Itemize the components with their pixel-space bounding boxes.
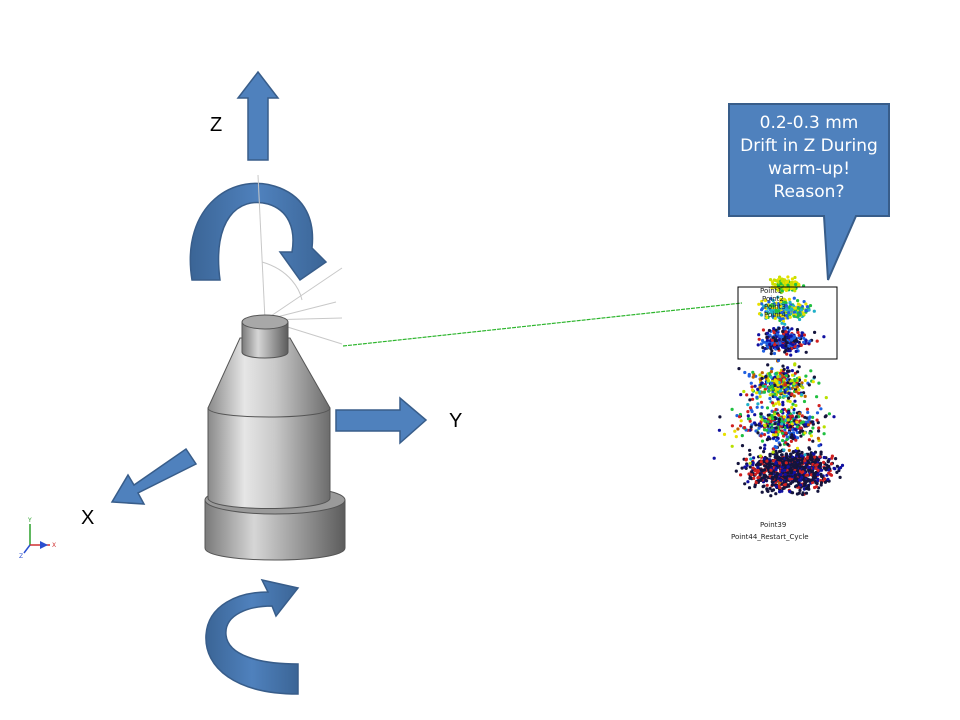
callout-line-1: 0.2-0.3 mm	[759, 113, 859, 133]
y-axis-arrow	[335, 396, 428, 445]
z-axis-arrow	[236, 70, 280, 161]
point-label-restart: Point44_Restart_Cycle	[731, 533, 809, 541]
point-label-39: Point39	[760, 521, 786, 529]
callout-line-3: warm-up!	[767, 159, 851, 179]
triad-z-label: Z	[19, 553, 23, 560]
point-label-3: Point3	[764, 303, 786, 311]
spindle-model	[204, 314, 346, 561]
callout-bubble	[728, 103, 890, 281]
point-label-1: Point1	[760, 287, 782, 295]
callout-line-4: Reason?	[773, 182, 845, 202]
z-axis-label: Z	[210, 114, 222, 136]
x-axis-label: X	[81, 507, 94, 529]
measurement-scatter	[712, 275, 845, 498]
triad-y-label: Y	[27, 517, 32, 524]
triad-x-label: X	[52, 542, 56, 549]
z-rotation-arrow	[189, 182, 328, 282]
callout-text: 0.2-0.3 mm Drift in Z During warm-up! Re…	[729, 112, 889, 204]
callout-line-2: Drift in Z During	[740, 136, 878, 156]
selection-box	[737, 286, 838, 360]
leader-line	[342, 302, 743, 347]
y-axis-label: Y	[449, 410, 462, 432]
base-rotation-arrow	[205, 578, 300, 695]
coordinate-triad: Y X Z	[19, 517, 56, 560]
x-axis-arrow	[110, 447, 198, 505]
point-label-2: Point2	[762, 295, 784, 303]
point-label-4: Point4	[764, 311, 786, 319]
